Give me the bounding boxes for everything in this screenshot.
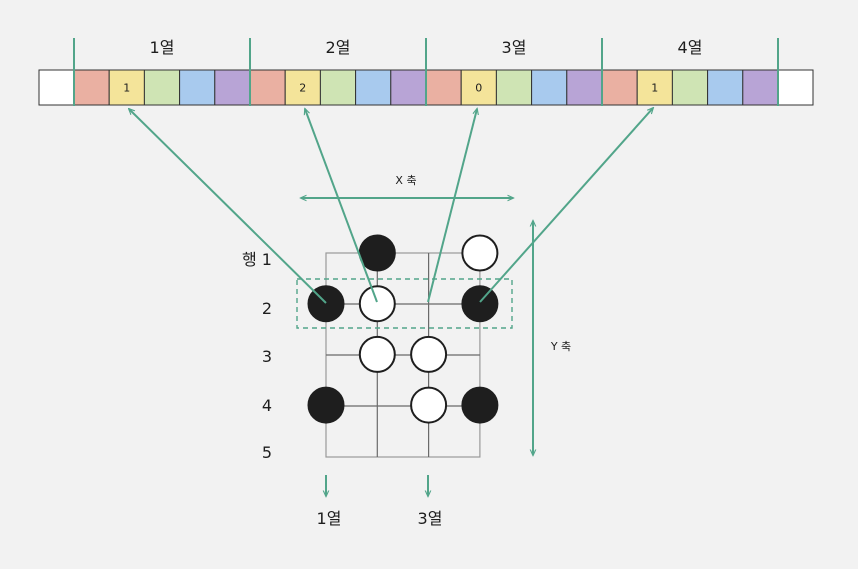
x-axis-label: X 축 xyxy=(395,174,416,187)
arrow-col1-to-array xyxy=(129,109,327,304)
column-header-1: 1열 xyxy=(150,38,175,57)
array-cell-value: 1 xyxy=(651,82,658,95)
array-cell-empty-right xyxy=(777,69,814,106)
array-cell xyxy=(707,69,744,106)
row-label-3: 3 xyxy=(262,347,272,366)
array-cell xyxy=(179,69,216,106)
array-cell xyxy=(73,69,110,106)
white-stone xyxy=(410,386,448,424)
array-cell xyxy=(319,69,357,106)
board-grid xyxy=(325,252,481,458)
row-labels: 행 1 2 3 4 5 xyxy=(242,250,272,462)
y-axis-label: Y 축 xyxy=(550,340,571,353)
array-cell xyxy=(284,69,321,106)
black-stone xyxy=(307,386,345,424)
array-cell xyxy=(108,69,145,106)
array-cell xyxy=(531,69,568,106)
array-cell xyxy=(390,69,427,106)
arrow-col4-to-array xyxy=(479,108,653,303)
x-axis: X 축 xyxy=(301,174,513,198)
bottom-pointers: 1열 3열 xyxy=(317,475,443,528)
array-cell xyxy=(742,69,779,106)
row-label-5: 5 xyxy=(262,443,272,462)
array-cell xyxy=(601,69,638,106)
array-cell xyxy=(495,69,533,106)
array-cell xyxy=(214,69,251,106)
array-cell-value: 1 xyxy=(123,82,130,95)
column-header-3: 3열 xyxy=(502,38,527,57)
white-stone xyxy=(358,335,396,373)
black-stone xyxy=(358,234,396,272)
arrow-col2-to-array xyxy=(305,109,378,303)
black-stone xyxy=(461,386,499,424)
white-stone xyxy=(410,335,448,373)
array-cell xyxy=(636,69,673,106)
array-cell xyxy=(566,69,603,106)
stones xyxy=(307,234,499,424)
mapping-arrows xyxy=(129,108,653,304)
bottom-label-col3: 3열 xyxy=(418,509,443,528)
array-cell-value: 2 xyxy=(299,82,306,95)
array-cell xyxy=(249,69,286,106)
array-cell xyxy=(425,69,462,106)
arrow-col3-to-array xyxy=(427,109,477,303)
array-cell-value: 0 xyxy=(475,82,482,95)
array-cell xyxy=(143,69,181,106)
column-header-2: 2열 xyxy=(326,38,351,57)
y-axis: Y 축 xyxy=(533,221,571,455)
row-label-2: 2 xyxy=(262,299,272,318)
column-header-4: 4열 xyxy=(678,38,703,57)
white-stone xyxy=(358,285,396,323)
row-2-highlight xyxy=(296,278,513,329)
top-array: 1 2 0 1 xyxy=(38,38,814,106)
array-cell xyxy=(671,69,709,106)
row-label-1: 행 1 xyxy=(242,250,272,269)
column-headers: 1열 2열 3열 4열 xyxy=(150,38,703,57)
white-stone xyxy=(461,234,499,272)
bottom-label-col1: 1열 xyxy=(317,509,342,528)
array-cell xyxy=(355,69,392,106)
black-stone xyxy=(461,285,499,323)
row-label-4: 4 xyxy=(262,396,272,415)
array-cell-empty-left xyxy=(38,69,75,106)
